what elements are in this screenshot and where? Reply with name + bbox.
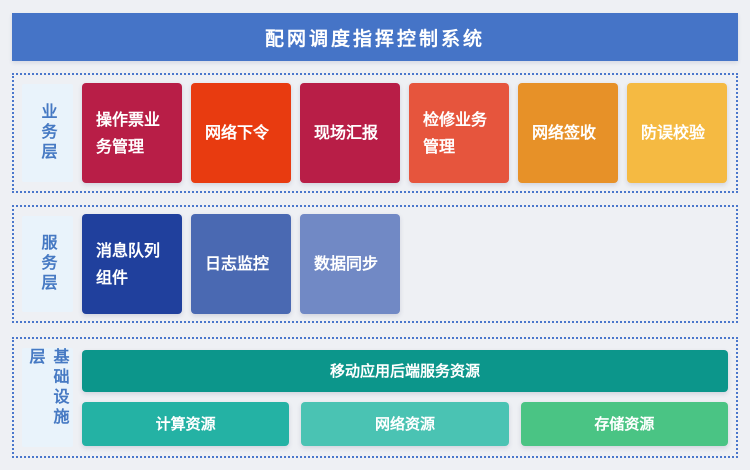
box-field-report: 现场汇报 <box>300 83 400 183</box>
infrastructure-resource-row: 计算资源 网络资源 存储资源 <box>82 401 728 446</box>
box-storage-resources: 存储资源 <box>520 401 728 446</box>
layer-service: 服务层 消息队列组件 日志监控 数据同步 <box>12 205 738 323</box>
label-business-layer: 业务层 <box>22 84 73 182</box>
box-network-sign-off: 网络签收 <box>518 83 618 183</box>
box-network-command: 网络下令 <box>191 83 291 183</box>
box-error-prevention-check: 防误校验 <box>627 83 727 183</box>
label-infrastructure-layer: 基础设施层 <box>22 348 73 447</box>
page-title: 配网调度指挥控制系统 <box>264 27 485 50</box>
box-compute-resources: 计算资源 <box>82 401 290 446</box>
box-log-monitoring: 日志监控 <box>191 214 291 314</box>
infrastructure-resources: 移动应用后端服务资源 计算资源 网络资源 存储资源 <box>82 348 728 447</box>
box-maintenance-management: 检修业务管理 <box>409 83 509 183</box>
box-data-sync: 数据同步 <box>300 214 400 314</box>
layer-business: 业务层 操作票业务管理 网络下令 现场汇报 检修业务管理 网络签收 防误校验 <box>12 73 738 193</box>
box-mobile-backend-resources: 移动应用后端服务资源 <box>82 349 728 392</box>
layer-infrastructure: 基础设施层 移动应用后端服务资源 计算资源 网络资源 存储资源 <box>12 337 738 458</box>
box-network-resources: 网络资源 <box>301 401 509 446</box>
system-title-bar: 配网调度指挥控制系统 <box>12 13 738 61</box>
box-operation-ticket-management: 操作票业务管理 <box>82 83 182 183</box>
box-message-queue: 消息队列组件 <box>82 214 182 314</box>
label-service-layer: 服务层 <box>22 216 73 312</box>
